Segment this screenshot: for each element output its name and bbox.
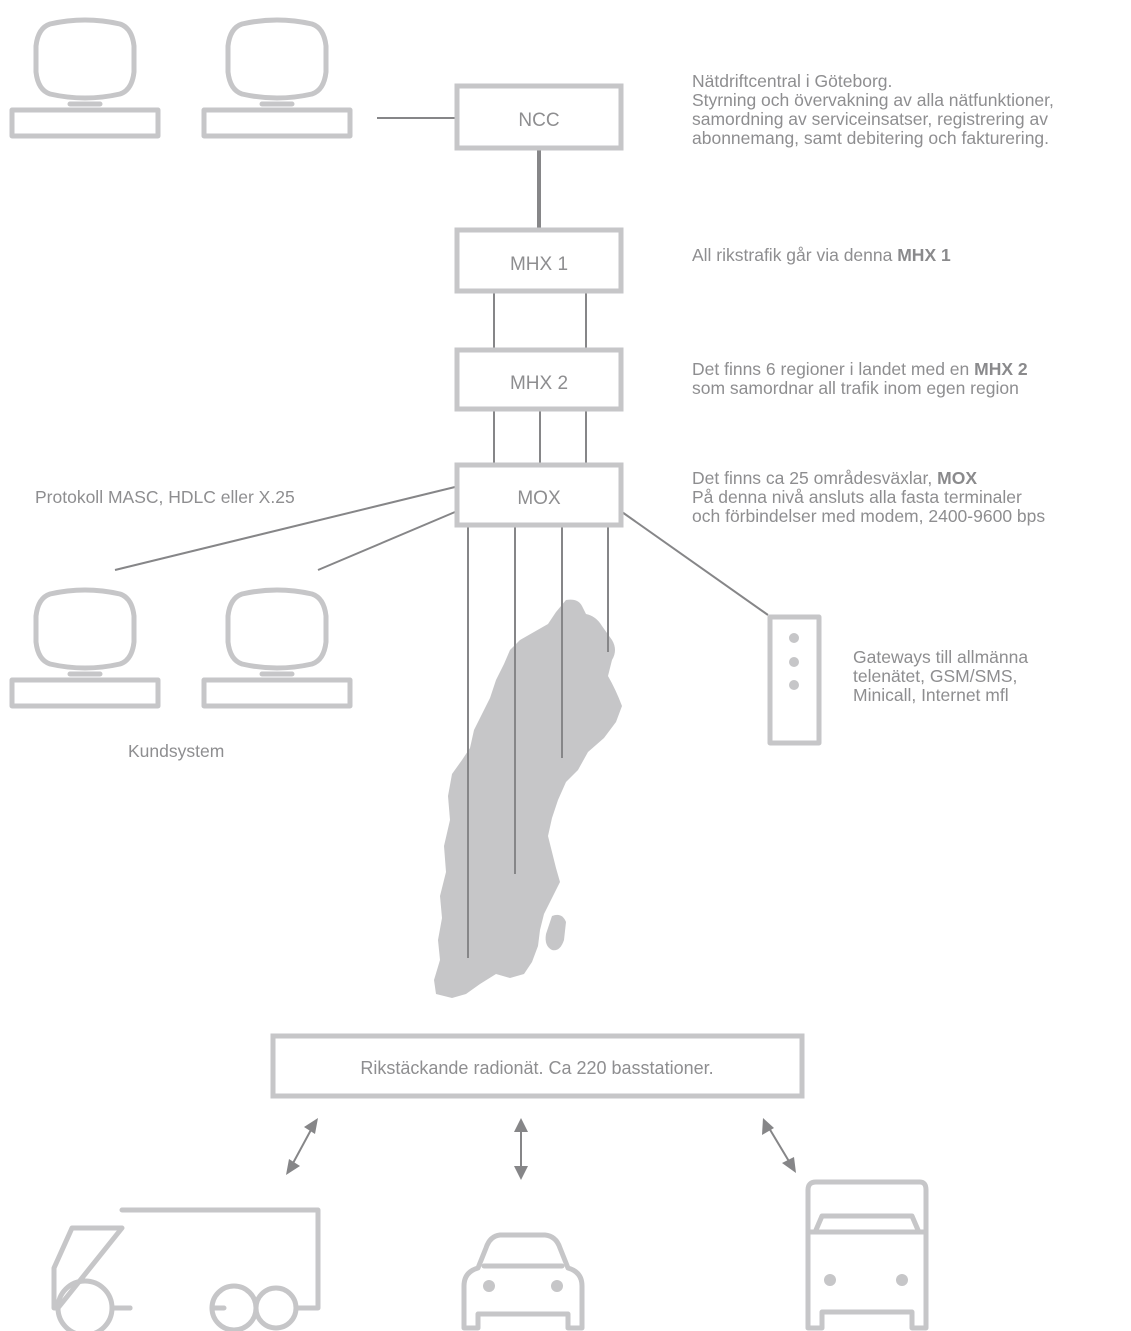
mhx2-label: MHX 2 xyxy=(510,373,568,394)
mhx1-description-bold: MHX 1 xyxy=(897,245,951,265)
ncc-description-line: Nätdriftcentral i Göteborg. xyxy=(692,71,893,91)
gateway-description: Gateways till allmänna telenätet, GSM/SM… xyxy=(853,648,1028,705)
mox-description-bold: MOX xyxy=(937,468,977,488)
mhx1-description: All rikstrafik går via denna MHX 1 xyxy=(692,246,951,265)
mox-node: MOX xyxy=(454,462,624,528)
protocol-label: Protokoll MASC, HDLC eller X.25 xyxy=(35,487,295,507)
gateway-server-icon xyxy=(767,614,822,746)
double-arrow-icon xyxy=(762,1118,796,1173)
mox-customer-link xyxy=(317,511,456,571)
truck-icon xyxy=(51,1207,321,1331)
radionet-node: Rikstäckande radionät. Ca 220 basstation… xyxy=(270,1033,805,1099)
mox-description-line2: På denna nivå ansluts alla fasta termina… xyxy=(692,487,1022,507)
car-icon xyxy=(461,1232,585,1331)
mhx2-node: MHX 2 xyxy=(454,347,624,412)
mhx1-label: MHX 1 xyxy=(510,254,568,275)
ncc-description: Nätdriftcentral i Göteborg. Styrning och… xyxy=(692,72,1054,148)
gateway-description-line: Minicall, Internet mfl xyxy=(853,685,1009,705)
gateway-description-line: Gateways till allmänna xyxy=(853,647,1029,667)
ncc-description-line: abonnemang, samt debitering och fakturer… xyxy=(692,128,1050,148)
mhx1-description-text: All rikstrafik går via denna xyxy=(692,245,898,265)
ncc-description-line: samordning av serviceinsatser, registrer… xyxy=(692,109,1048,129)
ncc-terminal-icon xyxy=(12,20,158,136)
mox-description: Det finns ca 25 områdesväxlar, MOX På de… xyxy=(692,469,1045,526)
mox-label: MOX xyxy=(517,488,561,509)
ncc-description-line: Styrning och övervakning av alla nätfunk… xyxy=(692,90,1054,110)
van-icon xyxy=(805,1179,929,1331)
double-arrow-icon xyxy=(286,1118,318,1175)
mhx2-description-text: Det finns 6 regioner i landet med en xyxy=(692,359,975,379)
double-arrow-icon xyxy=(514,1118,528,1180)
mhx2-description-line2: som samordnar all trafik inom egen regio… xyxy=(692,378,1019,398)
ncc-node: NCC xyxy=(454,83,624,151)
mox-customer-link xyxy=(114,486,456,571)
customer-terminal-icon xyxy=(12,590,158,706)
mox-gateway-link xyxy=(621,511,769,616)
mhx2-description: Det finns 6 regioner i landet med en MHX… xyxy=(692,360,1028,398)
mox-description-text: Det finns ca 25 områdesväxlar, xyxy=(692,468,938,488)
mhx1-node: MHX 1 xyxy=(454,227,624,294)
ncc-terminal-icon xyxy=(204,20,350,136)
radionet-label: Rikstäckande radionät. Ca 220 basstation… xyxy=(360,1058,713,1078)
mox-description-line3: och förbindelser med modem, 2400-9600 bp… xyxy=(692,506,1046,526)
customer-systems-label: Kundsystem xyxy=(128,741,225,761)
gateway-description-line: telenätet, GSM/SMS, xyxy=(853,666,1018,686)
gotland-island-icon xyxy=(545,914,566,951)
customer-terminal-icon xyxy=(204,590,350,706)
ncc-label: NCC xyxy=(518,110,559,131)
sweden-map-icon xyxy=(434,599,622,998)
mhx2-description-bold: MHX 2 xyxy=(974,359,1028,379)
